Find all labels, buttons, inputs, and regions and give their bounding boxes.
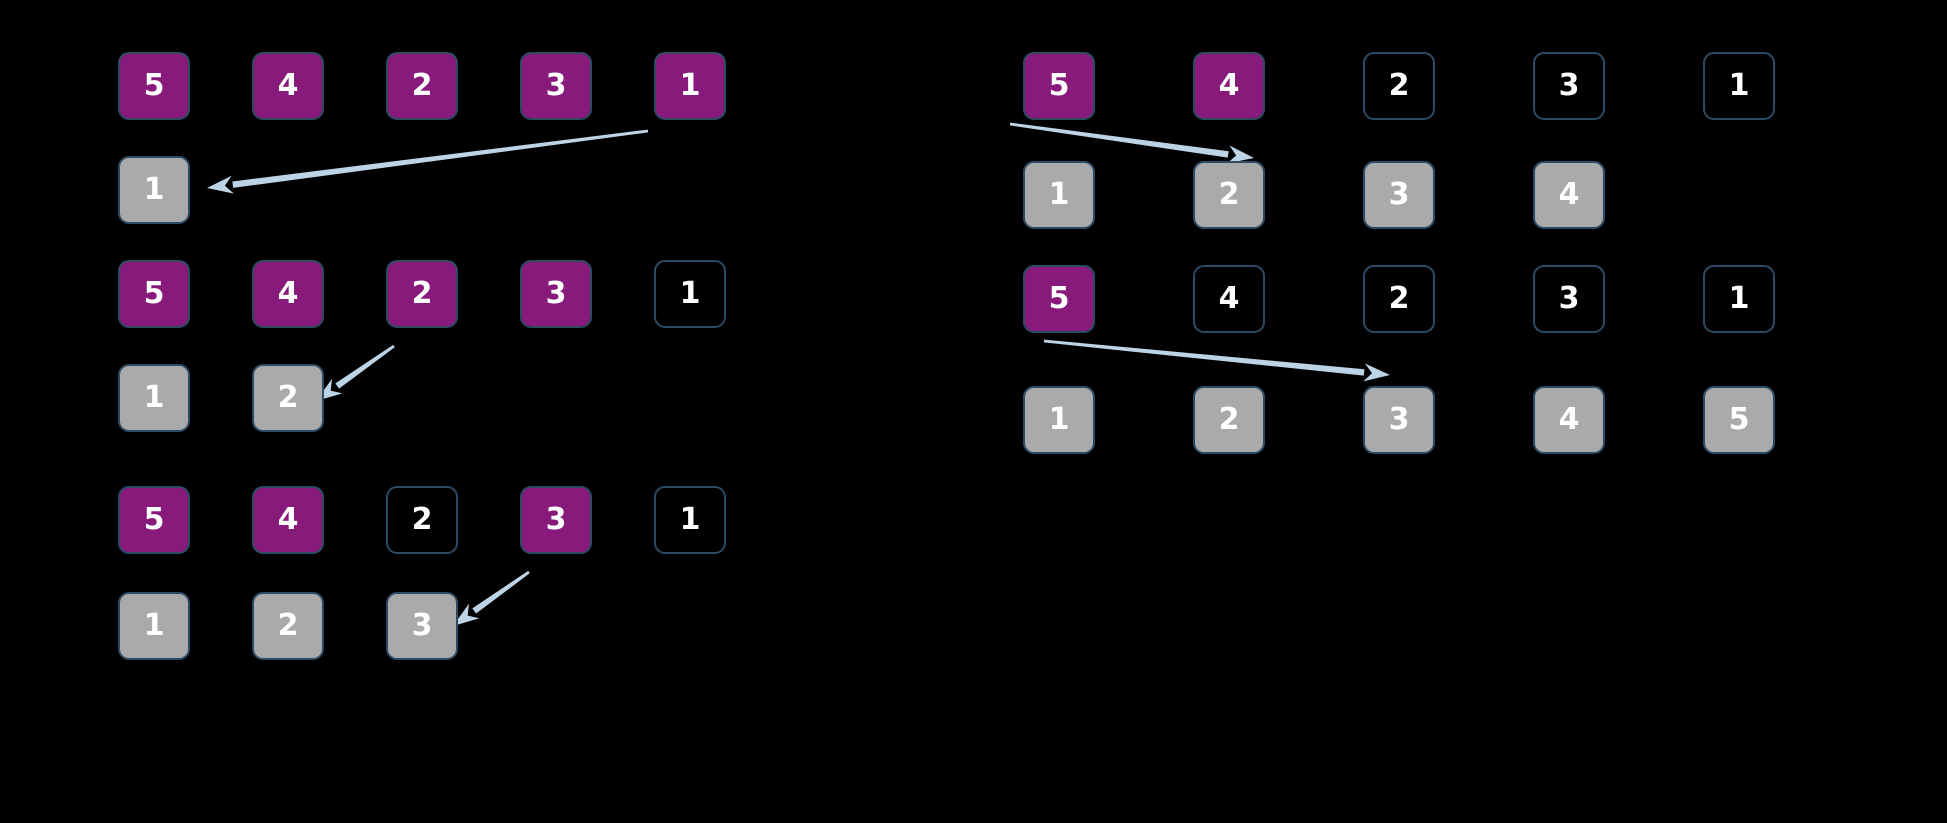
value-box[interactable]: 2: [1193, 161, 1265, 229]
move-arrow: [207, 129, 649, 194]
value-box[interactable]: 1: [1023, 161, 1095, 229]
move-arrow: [1043, 339, 1390, 382]
value-box[interactable]: 1: [1703, 265, 1775, 333]
value-box[interactable]: 1: [1023, 386, 1095, 454]
value-box[interactable]: 1: [118, 364, 190, 432]
value-box[interactable]: 2: [1363, 52, 1435, 120]
arrow-shaft: [335, 344, 395, 389]
value-box[interactable]: 5: [118, 52, 190, 120]
move-arrow: [316, 344, 395, 401]
value-box[interactable]: 4: [252, 52, 324, 120]
value-box[interactable]: 3: [1363, 386, 1435, 454]
value-box[interactable]: 5: [1703, 386, 1775, 454]
value-box[interactable]: 3: [1533, 265, 1605, 333]
arrow-head: [207, 175, 234, 194]
value-box[interactable]: 2: [252, 592, 324, 660]
value-box[interactable]: 5: [1023, 265, 1095, 333]
value-box[interactable]: 4: [1193, 52, 1265, 120]
right-arrow-layer: [1009, 122, 1390, 382]
value-box[interactable]: 3: [386, 592, 458, 660]
value-box[interactable]: 2: [386, 260, 458, 328]
value-box[interactable]: 4: [1193, 265, 1265, 333]
value-box[interactable]: 2: [386, 486, 458, 554]
arrow-shaft: [1009, 122, 1229, 158]
value-box[interactable]: 3: [1363, 161, 1435, 229]
value-box[interactable]: 4: [1533, 161, 1605, 229]
value-box[interactable]: 5: [118, 260, 190, 328]
arrow-shaft: [472, 570, 530, 614]
arrow-shaft: [232, 129, 649, 188]
value-box[interactable]: 3: [520, 52, 592, 120]
value-box[interactable]: 3: [520, 486, 592, 554]
value-box[interactable]: 2: [386, 52, 458, 120]
value-box[interactable]: 3: [520, 260, 592, 328]
value-box[interactable]: 3: [1533, 52, 1605, 120]
arrow-shaft: [1043, 339, 1365, 376]
value-box[interactable]: 5: [1023, 52, 1095, 120]
value-box[interactable]: 1: [654, 52, 726, 120]
right-column-panel: 5 4 2 3 1 1 2 3 4 5 4 2 3 1 1 2 3 4 5: [974, 0, 1947, 823]
value-box[interactable]: 1: [118, 156, 190, 224]
value-box[interactable]: 2: [252, 364, 324, 432]
arrow-head: [1363, 363, 1390, 382]
value-box[interactable]: 4: [252, 486, 324, 554]
value-box[interactable]: 1: [118, 592, 190, 660]
value-box[interactable]: 1: [1703, 52, 1775, 120]
value-box[interactable]: 1: [654, 260, 726, 328]
value-box[interactable]: 5: [118, 486, 190, 554]
value-box[interactable]: 2: [1193, 386, 1265, 454]
value-box[interactable]: 4: [252, 260, 324, 328]
value-box[interactable]: 2: [1363, 265, 1435, 333]
value-box[interactable]: 1: [654, 486, 726, 554]
value-box[interactable]: 4: [1533, 386, 1605, 454]
move-arrow: [453, 570, 530, 626]
move-arrow: [1009, 122, 1254, 164]
